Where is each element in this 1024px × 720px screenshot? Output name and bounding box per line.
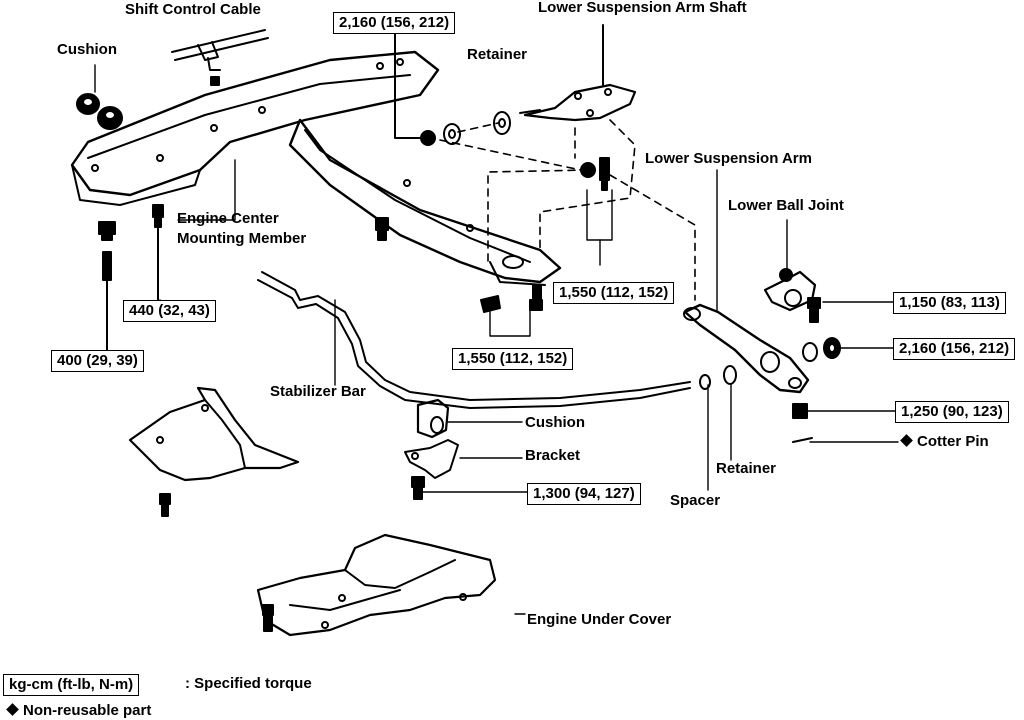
stabilizer-bar-part xyxy=(257,271,691,409)
legend-torque-unit-box: kg-cm (ft-lb, N-m) xyxy=(3,674,140,696)
torque-box-2160-right: 2,160 (156, 212) xyxy=(893,338,1016,360)
torque-box-1250: 1,250 (90, 123) xyxy=(895,401,1009,423)
label-lower-suspension-arm-shaft: Lower Suspension Arm Shaft xyxy=(538,0,747,16)
under-cover-small-part xyxy=(128,386,300,517)
torque-box-1550-right: 1,550 (112, 152) xyxy=(553,282,675,304)
lower-ball-joint-part xyxy=(763,268,821,443)
assembly-lines xyxy=(439,119,696,301)
torque-box-1550-mid: 1,550 (112, 152) xyxy=(452,348,574,370)
label-engine-center-line1: Engine Center xyxy=(177,210,279,227)
legend-torque-desc: : Specified torque xyxy=(185,675,312,692)
torque-box-1300: 1,300 (94, 127) xyxy=(527,483,641,505)
label-bracket: Bracket xyxy=(525,447,581,464)
label-engine-under-cover: Engine Under Cover xyxy=(527,611,672,628)
fasteners-left xyxy=(98,204,389,351)
shift-control-cable-part xyxy=(171,29,269,86)
leader-lines xyxy=(94,64,899,615)
engine-under-cover-part xyxy=(256,533,497,637)
legend-diamond-icon xyxy=(6,703,19,716)
lower-suspension-arm-part xyxy=(683,303,841,394)
label-shift-control-cable: Shift Control Cable xyxy=(125,1,261,18)
torque-box-2160-top: 2,160 (156, 212) xyxy=(333,12,456,34)
cushion-top-part xyxy=(76,93,123,130)
label-cushion-mid: Cushion xyxy=(525,414,585,431)
label-retainer-bottom: Retainer xyxy=(716,460,777,477)
cotter-pin-text: Cotter Pin xyxy=(917,433,989,450)
label-cotter-pin: Cotter Pin xyxy=(900,433,989,451)
label-stabilizer-bar: Stabilizer Bar xyxy=(270,383,366,400)
lower-suspension-arm-shaft-part xyxy=(519,24,637,191)
fasteners-mid xyxy=(480,284,543,313)
torque-box-440: 440 (32, 43) xyxy=(123,300,216,322)
label-engine-center-line2: Mounting Member xyxy=(177,230,307,247)
torque-box-400: 400 (29, 39) xyxy=(51,350,144,372)
bracket-part xyxy=(404,439,459,500)
label-lower-suspension-arm: Lower Suspension Arm xyxy=(645,150,812,167)
legend-nonreusable: Non-reusable part xyxy=(6,702,152,720)
retainer-top-part xyxy=(394,24,511,146)
label-retainer-top: Retainer xyxy=(467,46,528,63)
torque-box-1150: 1,150 (83, 113) xyxy=(893,292,1006,314)
legend-nonreusable-text: Non-reusable part xyxy=(23,702,152,719)
label-spacer: Spacer xyxy=(670,492,721,509)
nonreusable-diamond-icon xyxy=(900,434,913,447)
label-cushion-top: Cushion xyxy=(57,41,117,58)
engine-center-mounting-member-part xyxy=(70,50,562,286)
stabilizer-cushion-part xyxy=(416,398,450,439)
label-lower-ball-joint: Lower Ball Joint xyxy=(728,197,844,214)
